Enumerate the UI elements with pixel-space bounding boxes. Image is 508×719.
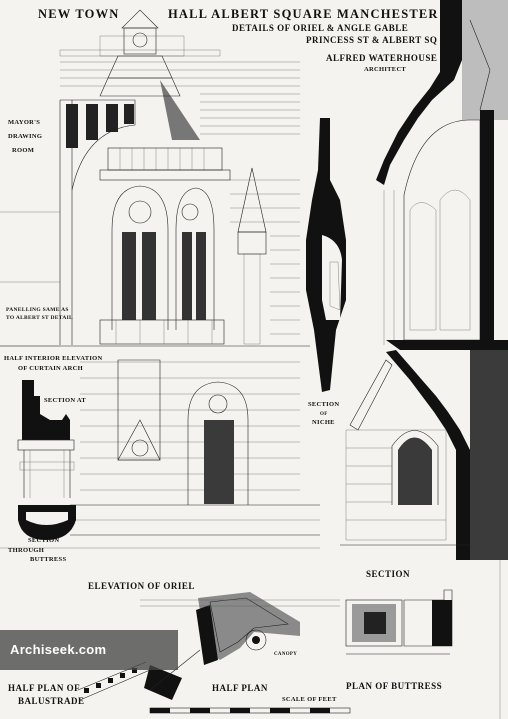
label-mayors: MAYOR'S [8,119,41,126]
oriel-plans [77,592,340,701]
curtain-arch-section [17,380,76,540]
niche-section [306,118,346,392]
label-half-interior-2: OF CURTAIN ARCH [18,365,83,372]
label-canopy: CANOPY [274,652,298,657]
label-plan-buttress: PLAN OF BUTTRESS [346,681,443,691]
label-half-plan-balustrade-2: BALUSTRADE [18,696,85,706]
label-section-buttress-3: BUTTRESS [30,556,67,563]
subtitle-2: PRINCESS ST & ALBERT SQ [306,35,438,45]
label-section-niche-3: NICHE [312,419,335,426]
label-section-niche-1: SECTION [308,401,340,408]
label-half-plan-balustrade-1: HALF PLAN OF [8,683,81,693]
label-elevation-oriel: ELEVATION OF ORIEL [88,581,195,591]
oriel-elevation [0,9,320,536]
title-left: NEW TOWN [38,7,120,21]
label-scale: SCALE OF FEET [282,696,337,703]
label-section-right: SECTION [366,569,411,579]
label-half-plan: HALF PLAN [212,683,268,693]
label-room: ROOM [12,147,35,154]
label-half-interior-1: HALF INTERIOR ELEVATION [4,355,103,362]
label-section-buttress-1: SECTION [28,537,60,544]
architect-role: ARCHITECT [364,66,407,73]
scale-bar [149,707,351,714]
buttress-plan [345,589,453,655]
label-drawing: DRAWING [8,133,43,140]
label-section-buttress-2: THROUGH [8,547,45,554]
label-section-niche-2: OF [320,412,328,417]
architect-name: ALFRED WATERHOUSE [326,53,438,63]
watermark-banner: Archiseek.com [0,630,178,670]
subtitle-1: DETAILS OF ORIEL & ANGLE GABLE [232,23,409,33]
watermark-text: Archiseek.com [10,642,107,657]
panel-frames [0,211,501,719]
title-right: HALL ALBERT SQUARE MANCHESTER [168,7,439,21]
label-panelling-2: TO ALBERT ST DETAIL [6,315,74,321]
label-panelling-1: PANELLING SAME AS [6,307,69,313]
label-section-at: SECTION AT [44,397,87,404]
gable-section [340,0,508,560]
